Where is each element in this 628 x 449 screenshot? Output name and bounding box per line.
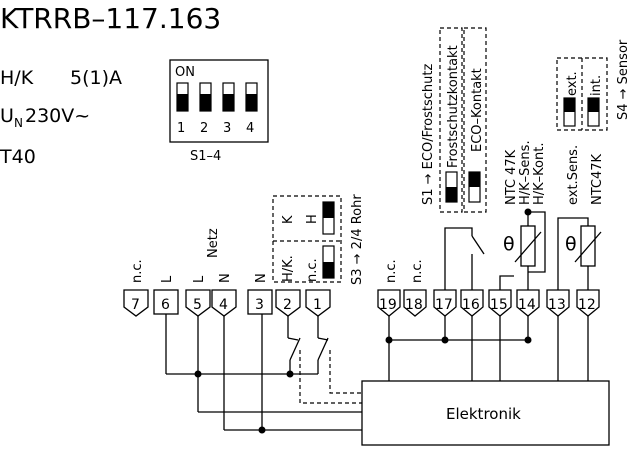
hk-sens-label: H/K–Sens. [518,140,533,205]
wiring-lines [165,314,589,434]
ext-ntc-thermistor: θ [557,217,602,290]
s3-nc-label: n.c. [305,258,320,282]
hk-kont-label: H/K–Kont. [532,143,547,205]
s4-sensor-switch: ext. int. S4 → Sensor [556,39,628,131]
thermistor-ext [580,225,596,267]
label-l-5: L [192,275,207,283]
terminal-label-17: 17 [435,297,453,313]
s3-switch: K H H/K. n.c. S3 → 2/4 Rohr [272,194,365,285]
terminal-2 [275,289,301,317]
terminal-label-4: 4 [219,297,228,313]
terminal-label-14: 14 [518,297,536,313]
elektronik-label: Elektronik [446,405,521,423]
terminal-label-2: 2 [283,297,292,313]
voltage-subscript: N [14,116,23,130]
s3-h-label: H [305,214,320,224]
label-nc-19: n.c. [384,259,399,283]
dip-number-1: 1 [177,121,185,136]
theta-symbol-ext: θ [565,233,577,255]
eco-kontakt-dashed-box [463,27,487,213]
s4-int-label: int. [589,75,604,96]
temp-class: T40 [0,146,36,168]
ntc-47k-label: NTC 47K [504,149,519,205]
frost-kontakt-dashed-box [439,27,463,213]
frost-kontakt-label: Frostschutzkontakt [446,45,461,168]
terminal-label-12: 12 [578,297,596,313]
hk-label: H/K [0,67,34,89]
terminal-5 [185,289,211,317]
hk-sensor-thermistor: θ [499,208,546,290]
ext-sens-label: ext.Sens. [566,145,581,205]
terminal-label-15: 15 [490,297,508,313]
terminal-16 [460,289,484,317]
terminal-label-5: 5 [193,297,202,313]
voltage-symbol: U [0,105,14,127]
label-n-3: N [254,273,269,283]
label-n-4: N [218,273,233,283]
terminal-3 [247,289,273,315]
terminal-label-7: 7 [131,297,140,313]
s1-caption: S1 → ECO/Frostschutz [421,64,436,205]
terminal-1 [305,289,331,317]
s3-k-label: K [281,215,296,224]
terminal-block-left: 7 6 5 4 3 2 1 n.c. L L N Netz N [123,228,331,317]
dip-on-label: ON [175,65,195,80]
terminal-label-18: 18 [405,297,423,313]
dip-switch-housing [169,59,269,143]
eco-kontakt-label: ECO–Kontakt [470,68,485,152]
terminal-label-1: 1 [313,297,322,313]
terminal-12 [576,289,600,317]
terminal-14 [516,289,540,317]
voltage-value: 230V~ [25,105,90,127]
dip-switch-s1-4: ON 1 2 3 4 S1–4 [169,59,269,164]
terminal-block-right: 19 18 17 16 15 14 13 12 n.c. n.c. [377,259,600,317]
label-nc-7: n.c. [130,259,145,283]
terminal-17 [433,289,457,317]
terminal-13 [546,289,570,317]
elektronik-box [361,380,610,446]
s3-caption: S3 → 2/4 Rohr [350,194,365,285]
label-l-6: L [160,275,175,283]
terminal-7 [123,289,149,317]
dip-number-3: 3 [223,121,231,136]
dip-caption: S1–4 [190,149,221,164]
model-title: KTRRB–117.163 [0,2,221,35]
terminal-label-3: 3 [255,297,264,313]
terminal-label-16: 16 [462,297,480,313]
terminal-15 [488,289,512,317]
hk-rating: 5(1)A [70,67,122,89]
label-netz: Netz [206,228,221,258]
frost-eco-contact [444,227,485,290]
terminal-label-6: 6 [161,297,170,313]
label-nc-18: n.c. [410,259,425,283]
s3-hk-label: H/K. [281,255,296,282]
dip-number-2: 2 [200,121,208,136]
dip-number-4: 4 [246,121,254,136]
ntc47k-label: NTC47K [590,153,605,205]
s4-caption: S4 → Sensor [616,39,628,120]
terminal-label-19: 19 [379,297,397,313]
s4-ext-label: ext. [565,71,580,96]
terminal-18 [403,289,427,317]
terminal-label-13: 13 [548,297,566,313]
s1-eco-frost-switch: S1 → ECO/Frostschutz Frostschutzkontakt … [421,27,487,213]
thermistor-hk [520,225,536,267]
terminal-4 [211,289,237,317]
theta-symbol-hk: θ [503,233,515,255]
terminal-19 [377,289,401,317]
